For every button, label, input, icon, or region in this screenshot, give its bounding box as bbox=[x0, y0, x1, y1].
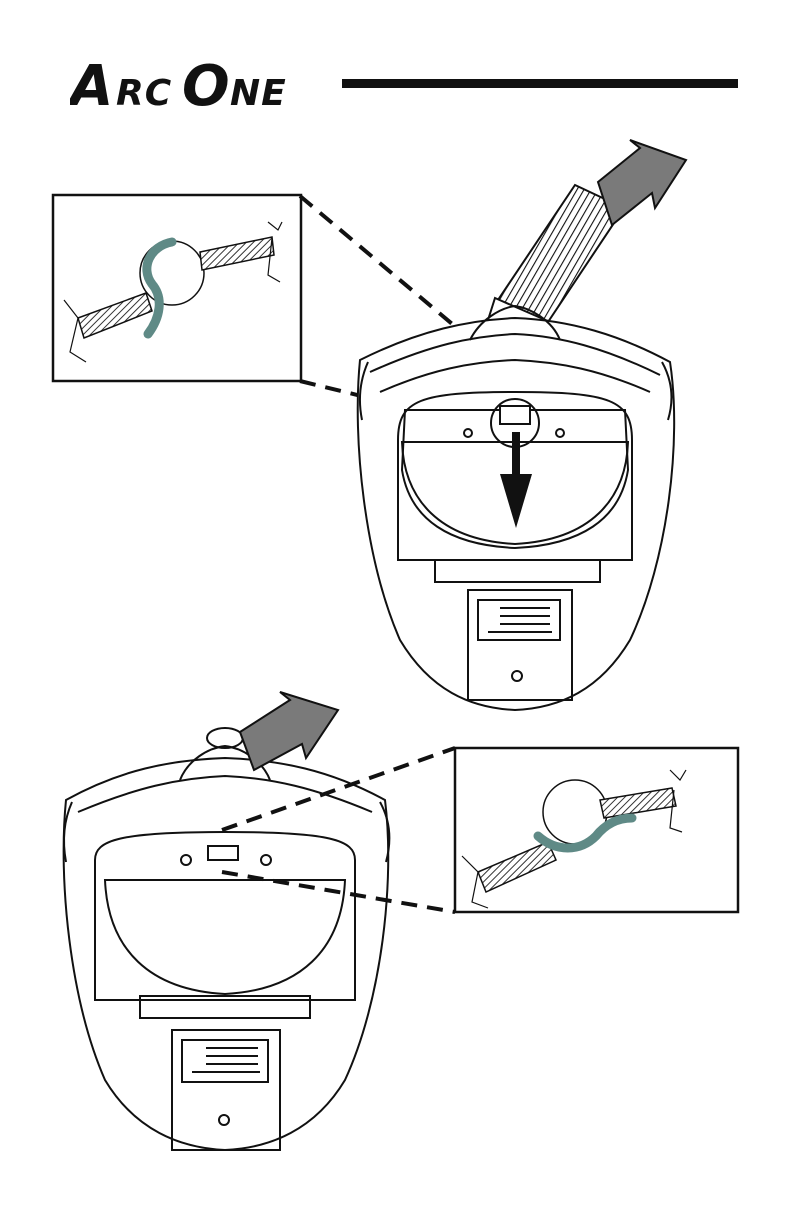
figure-top bbox=[53, 140, 686, 710]
detail-inset-bottom bbox=[455, 748, 738, 912]
detail-inset-top bbox=[53, 195, 301, 381]
gray-arrow-top bbox=[598, 140, 686, 225]
helmet-bottom bbox=[64, 728, 390, 1150]
gray-arrow-bottom bbox=[240, 692, 338, 770]
figure-bottom bbox=[64, 692, 738, 1150]
